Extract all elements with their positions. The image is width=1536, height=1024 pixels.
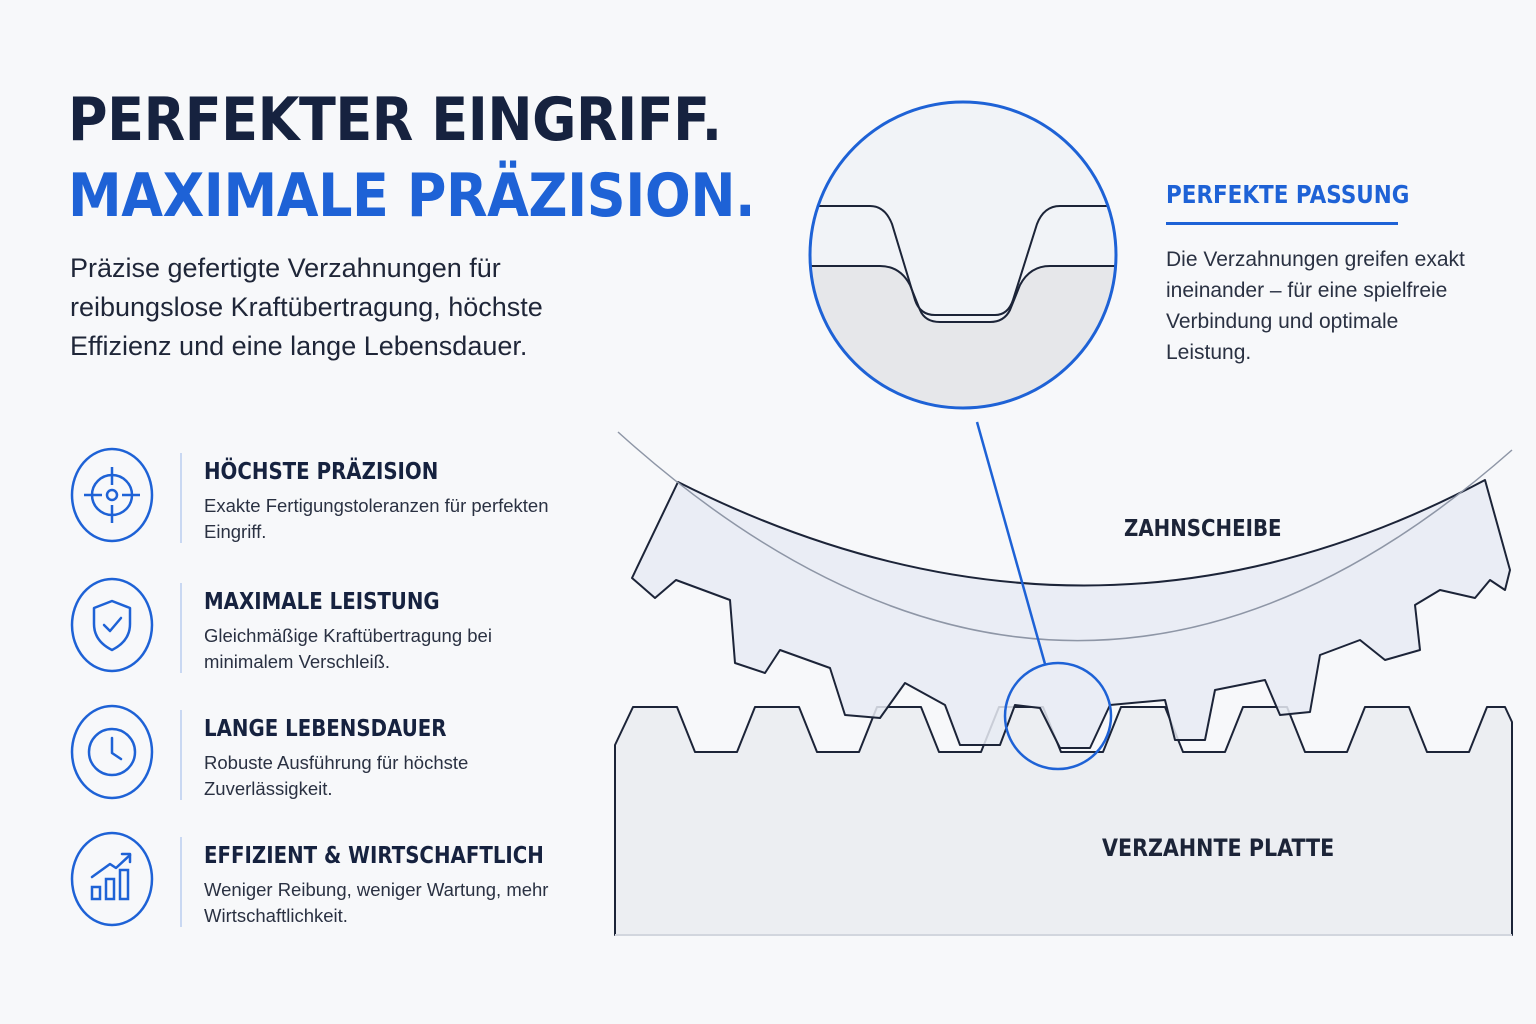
shield-check-icon xyxy=(70,577,154,673)
feature-title: HÖCHSTE PRÄZISION xyxy=(204,459,439,485)
feature-divider xyxy=(180,453,182,543)
headline-line-1: PERFEKTER EINGRIFF. xyxy=(68,85,722,155)
zoom-detail xyxy=(810,102,1116,408)
feature-title: EFFIZIENT & WIRTSCHAFTLICH xyxy=(204,843,544,869)
feature-item-efficiency: EFFIZIENT & WIRTSCHAFTLICH Weniger Reibu… xyxy=(70,831,590,931)
gear-disc xyxy=(631,479,1511,749)
feature-title: MAXIMALE LEISTUNG xyxy=(204,589,440,615)
headline-line-2: MAXIMALE PRÄZISION. xyxy=(68,161,756,231)
callout-underline xyxy=(1166,222,1398,225)
callout-title: PERFEKTE PASSUNG xyxy=(1166,180,1410,209)
feature-divider xyxy=(180,837,182,927)
callout-connector xyxy=(975,421,1047,665)
intro-text: Präzise gefertigte Verzahnungen für reib… xyxy=(70,253,543,361)
feature-description: Robuste Ausführung für höchste Zuverläss… xyxy=(204,752,469,799)
feature-item-performance: MAXIMALE LEISTUNG Gleichmäßige Kraftüber… xyxy=(70,577,590,677)
callout-description: Die Verzahnungen greifen exakt ineinande… xyxy=(1166,248,1465,364)
toothed-plate xyxy=(614,706,1513,936)
label-toothed-plate: VERZAHNTE PLATTE xyxy=(1102,834,1335,862)
feature-item-lifetime: LANGE LEBENSDAUER Robuste Ausführung für… xyxy=(70,704,590,804)
headline: PERFEKTER EINGRIFF. MAXIMALE PRÄZISION. xyxy=(68,82,756,234)
feature-title: LANGE LEBENSDAUER xyxy=(204,716,447,742)
feature-divider xyxy=(180,710,182,800)
feature-description: Exakte Fertigungstoleranzen für perfekte… xyxy=(204,495,549,542)
feature-description: Weniger Reibung, weniger Wartung, mehr W… xyxy=(204,879,549,926)
label-gear-disc: ZAHNSCHEIBE xyxy=(1124,516,1282,542)
target-icon xyxy=(70,447,154,543)
feature-description: Gleichmäßige Kraftübertragung bei minima… xyxy=(204,625,492,672)
mesh-highlight-ring xyxy=(1003,661,1113,771)
zoom-circle xyxy=(808,100,1118,410)
feature-item-precision: HÖCHSTE PRÄZISION Exakte Fertigungstoler… xyxy=(70,447,590,547)
bar-chart-growth-icon xyxy=(70,831,154,927)
clock-icon xyxy=(70,704,154,800)
feature-divider xyxy=(180,583,182,673)
